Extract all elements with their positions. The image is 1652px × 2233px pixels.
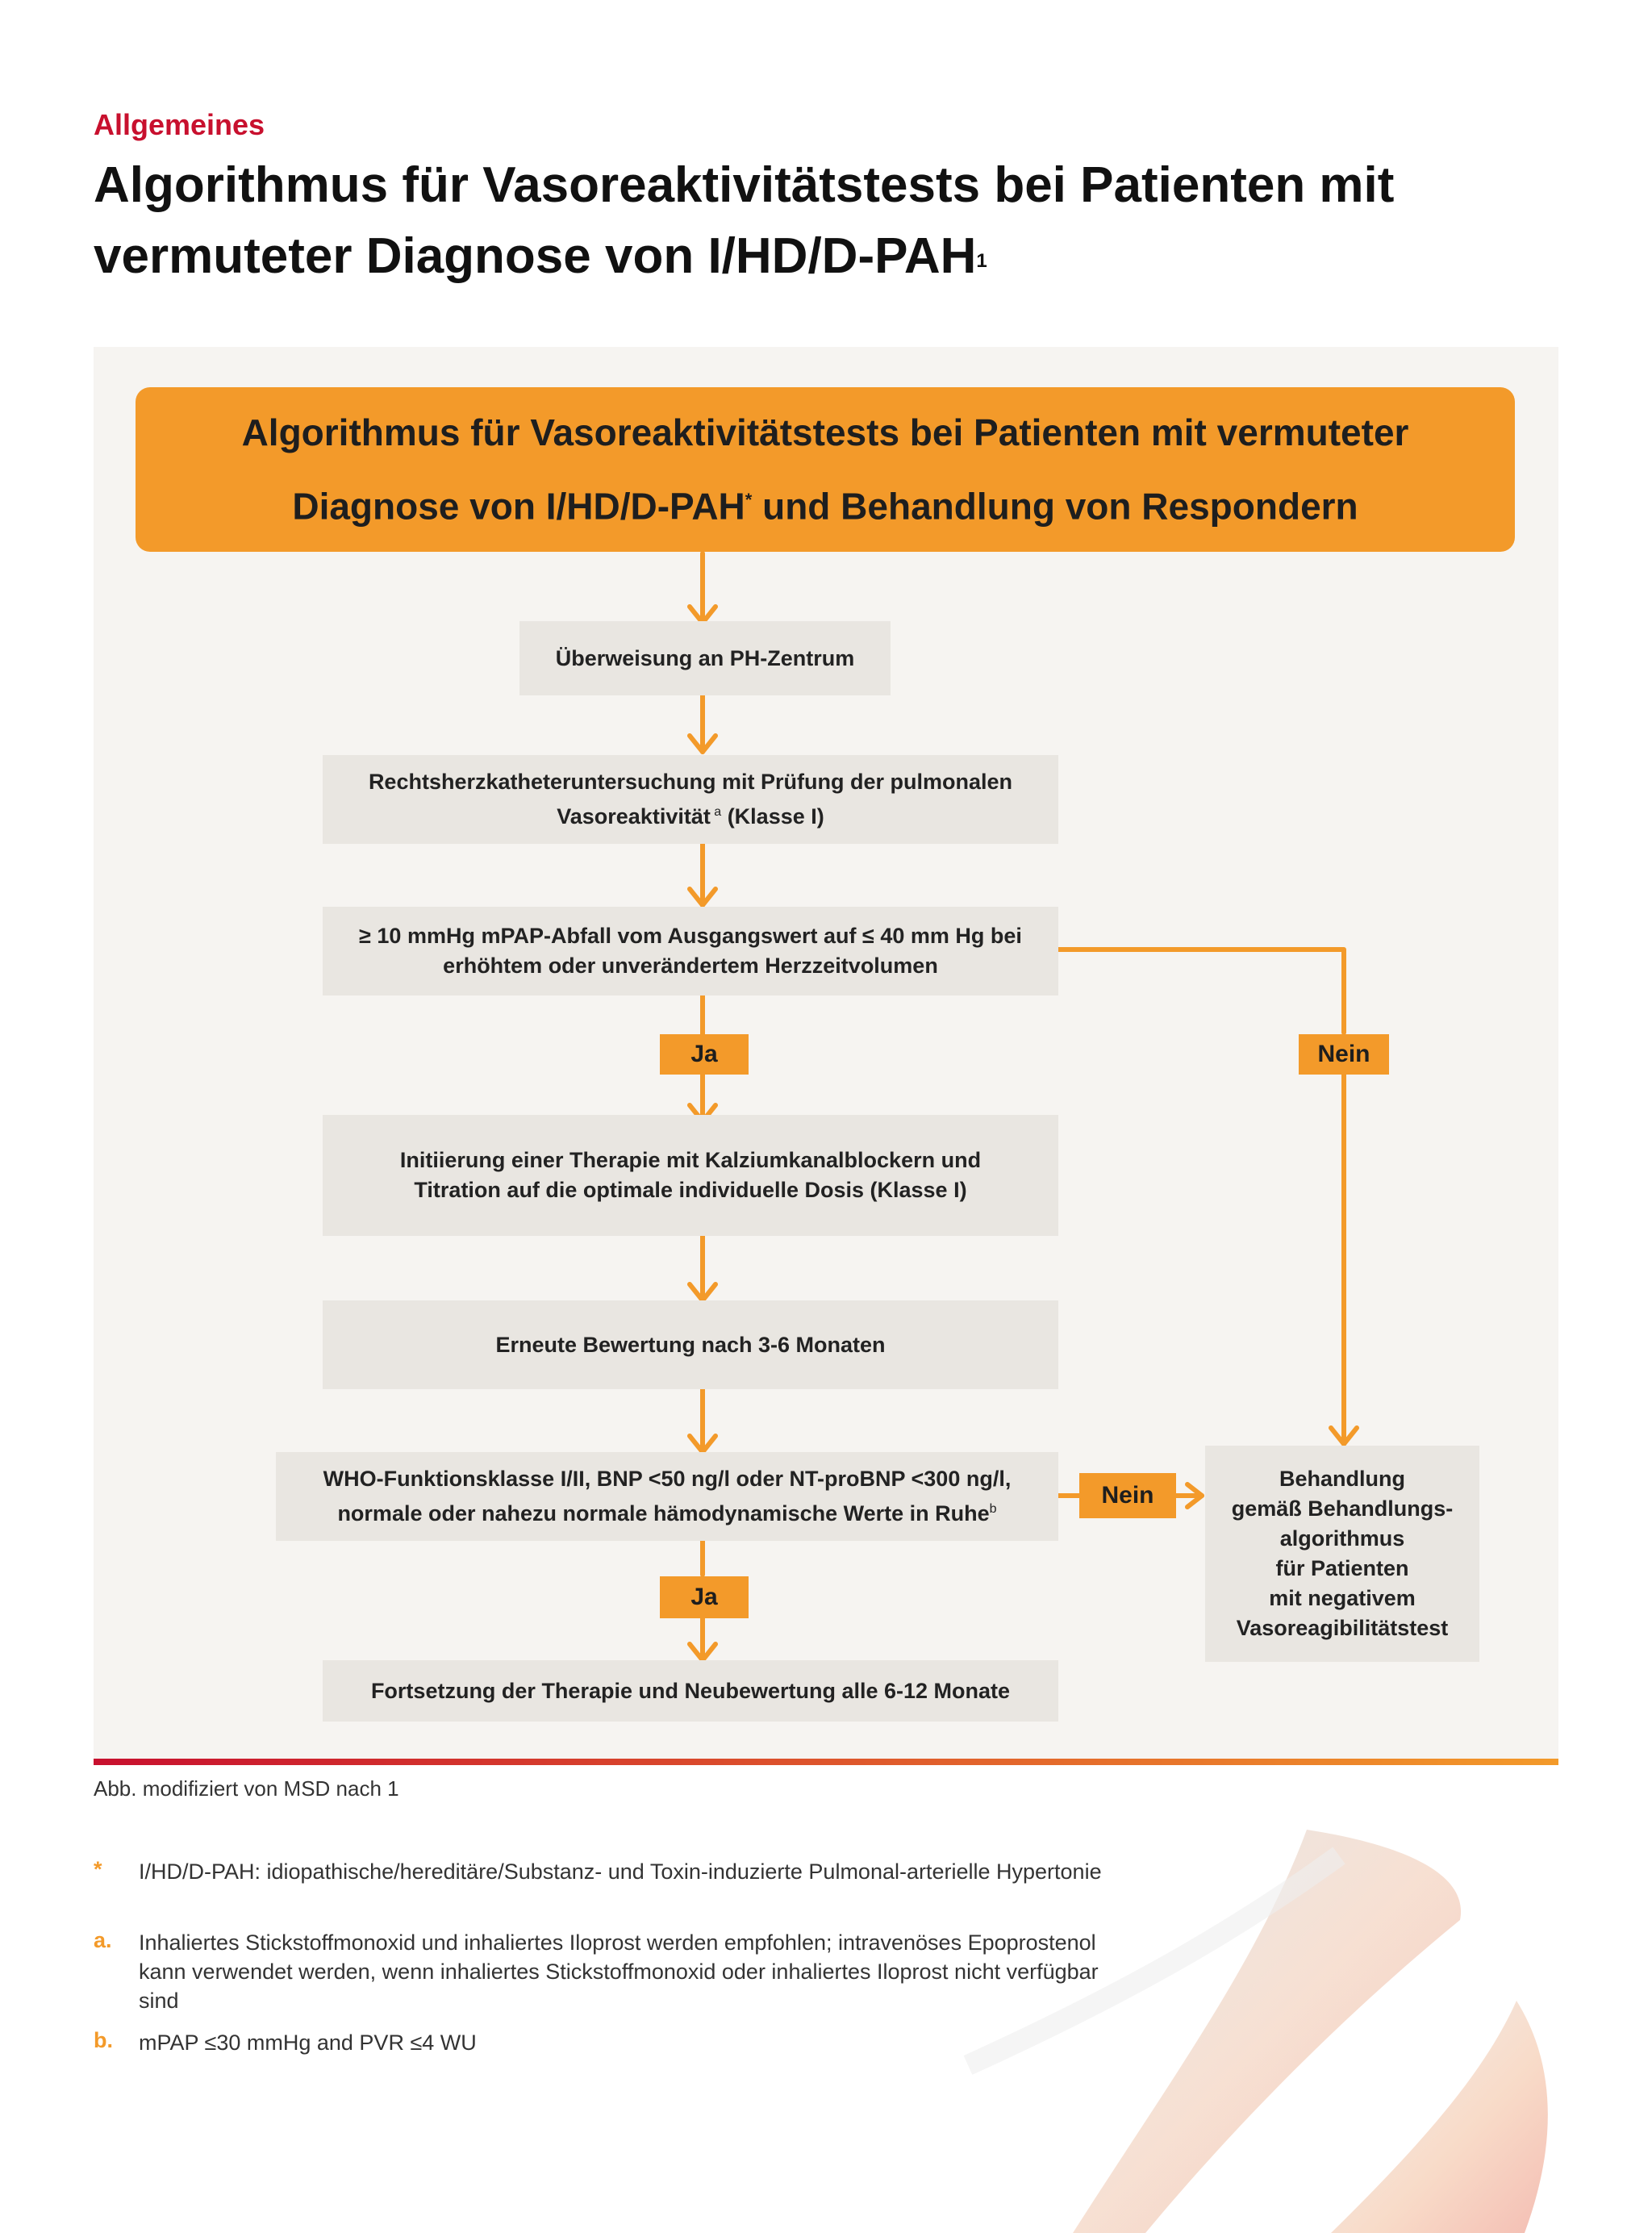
- arrowhead-treatment: [1329, 1425, 1359, 1446]
- footnote-marker: b.: [94, 2028, 113, 2052]
- no-label-2: Nein: [1079, 1473, 1176, 1518]
- treatment-line: Behandlung: [1279, 1467, 1405, 1491]
- criteria-line2: erhöhtem oder unverändertem Herzzeitvolu…: [443, 954, 938, 978]
- catheter-box: Rechtsherzkatheteruntersuchung mit Prüfu…: [323, 755, 1058, 844]
- catheter-line2-pre: Vasoreaktivität: [557, 804, 711, 829]
- who-line2-pre: normale oder nahezu normale hämodynamisc…: [337, 1501, 990, 1526]
- treatment-line: algorithmus: [1279, 1526, 1405, 1551]
- footnote-text: I/HD/D-PAH: idiopathische/hereditäre/Sub…: [139, 1859, 1102, 1884]
- banner-line2-post: und Behandlung von Respondern: [752, 485, 1358, 528]
- page-title-line1: Algorithmus für Vasoreaktivitätstests be…: [94, 157, 1395, 213]
- treatment-line: mit negativem: [1269, 1586, 1416, 1610]
- catheter-footnote-ref: a: [710, 805, 722, 819]
- who-line1: WHO-Funktionsklasse I/II, BNP <50 ng/l o…: [323, 1467, 1012, 1491]
- page-title-line2: vermuteter Diagnose von I/HD/D-PAH: [94, 228, 977, 284]
- catheter-line1: Rechtsherzkatheteruntersuchung mit Prüfu…: [368, 770, 1013, 794]
- who-criteria-box: WHO-Funktionsklasse I/II, BNP <50 ng/l o…: [276, 1452, 1058, 1541]
- banner-line2: Diagnose von I/HD/D-PAH* und Behandlung …: [292, 466, 1358, 540]
- footnote-text: mPAP ≤30 mmHg and PVR ≤4 WU: [139, 2031, 477, 2055]
- treatment-line: gemäß Behandlungs-: [1231, 1496, 1454, 1521]
- continue-box: Fortsetzung der Therapie und Neubewertun…: [323, 1660, 1058, 1722]
- treatment-line: für Patienten: [1275, 1556, 1409, 1580]
- yes-label-2: Ja: [660, 1576, 749, 1618]
- criteria-line1: ≥ 10 mmHg mPAP-Abfall vom Ausgangswert a…: [359, 924, 1022, 948]
- treatment-line: Vasoreagibilitätstest: [1236, 1616, 1449, 1640]
- therapy-line2: Titration auf die optimale individuelle …: [414, 1178, 967, 1202]
- gradient-divider: [94, 1759, 1558, 1765]
- banner-asterisk: *: [745, 490, 753, 511]
- footnote-marker: *: [94, 1857, 102, 1881]
- therapy-box: Initiierung einer Therapie mit Kalziumka…: [323, 1115, 1058, 1236]
- yes-label-1: Ja: [660, 1034, 749, 1075]
- arrowhead-treatment-side: [1185, 1482, 1204, 1509]
- source-note: Abb. modifiziert von MSD nach 1: [94, 1776, 399, 1801]
- reassess-text: Erneute Bewertung nach 3-6 Monaten: [495, 1332, 886, 1357]
- footnote-marker: a.: [94, 1928, 112, 1952]
- therapy-line1: Initiierung einer Therapie mit Kalziumka…: [399, 1148, 982, 1172]
- banner-line2-pre: Diagnose von I/HD/D-PAH: [292, 485, 745, 528]
- footnote-text: Inhaliertes Stickstoffmonoxid und inhali…: [139, 1930, 1099, 2013]
- reassess-box: Erneute Bewertung nach 3-6 Monaten: [323, 1300, 1058, 1389]
- catheter-line2-post: (Klasse I): [721, 804, 824, 829]
- page-title: Algorithmus für Vasoreaktivitätstests be…: [94, 150, 1586, 292]
- who-line2: normale oder nahezu normale hämodynamisc…: [323, 1494, 1012, 1529]
- treatment-negative-box: Behandlung gemäß Behandlungs- algorithmu…: [1205, 1446, 1479, 1662]
- criteria-box: ≥ 10 mmHg mPAP-Abfall vom Ausgangswert a…: [323, 907, 1058, 995]
- section-label: Allgemeines: [94, 108, 265, 141]
- no-label-1: Nein: [1299, 1034, 1389, 1075]
- arrowhead-criteria: [687, 887, 718, 908]
- banner-line1: Algorithmus für Vasoreaktivitätstests be…: [241, 411, 1409, 454]
- continue-text: Fortsetzung der Therapie und Neubewertun…: [370, 1678, 1011, 1703]
- who-footnote-ref: b: [989, 1502, 997, 1516]
- line-criteria-to-no: [1056, 947, 1346, 1035]
- referral-box: Überweisung an PH-Zentrum: [519, 621, 891, 695]
- flowchart-header-banner: Algorithmus für Vasoreaktivitätstests be…: [136, 387, 1515, 552]
- referral-text: Überweisung an PH-Zentrum: [555, 645, 855, 670]
- arrowhead-catheter: [687, 733, 718, 754]
- page-title-footnote-ref: 1: [976, 250, 987, 272]
- catheter-line2: Vasoreaktivität a (Klasse I): [369, 797, 1012, 832]
